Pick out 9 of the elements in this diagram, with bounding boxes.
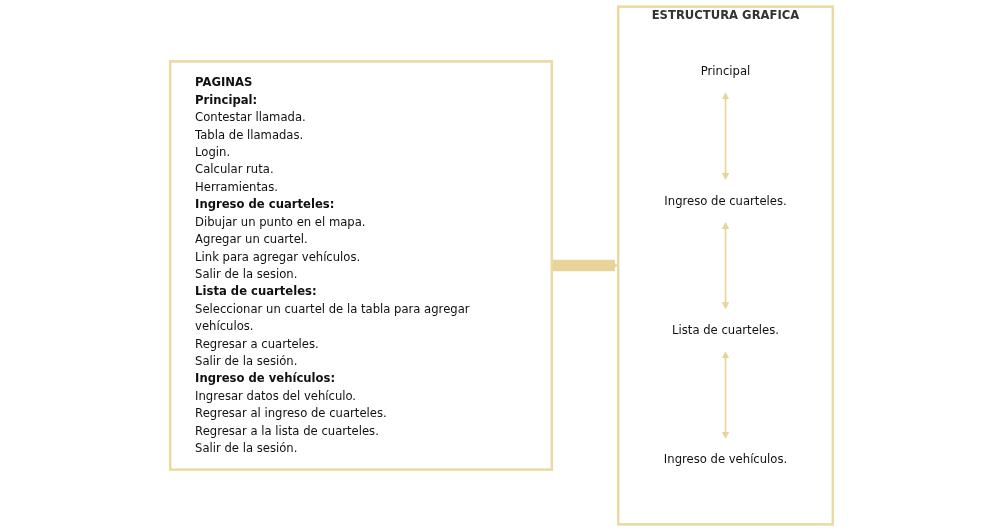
node-box: PAGINAS Principal: Contestar llamada. Tabla de llamadas. Login. Calcular ruta. Herramientas. Ingreso de cuarteles: Dibujar un punto en el mapa. Agregar un cuartel. Link para agregar vehículos. Salir de la sesion. Lista de cuarteles: Seleccionar un cuartel de la tabla para agregar vehículos. Regresar a cuarteles. Salir de la sesión. Ingreso de vehículos: Ingresar datos del vehículo. Regresar al ingreso de cuarteles. Regresar a la lista de cuarteles. Salir de la sesión.	[168, 60, 554, 471]
arrow	[721, 92, 730, 180]
node-text: Lista de cuarteles.	[672, 323, 779, 337]
arrow	[551, 259, 619, 272]
arrow	[721, 351, 730, 439]
node-text: Ingreso de cuarteles.	[664, 193, 787, 208]
arrow	[721, 221, 730, 310]
node-text: Ingreso de vehículos.	[663, 452, 788, 466]
node-text: Principal	[700, 64, 751, 78]
